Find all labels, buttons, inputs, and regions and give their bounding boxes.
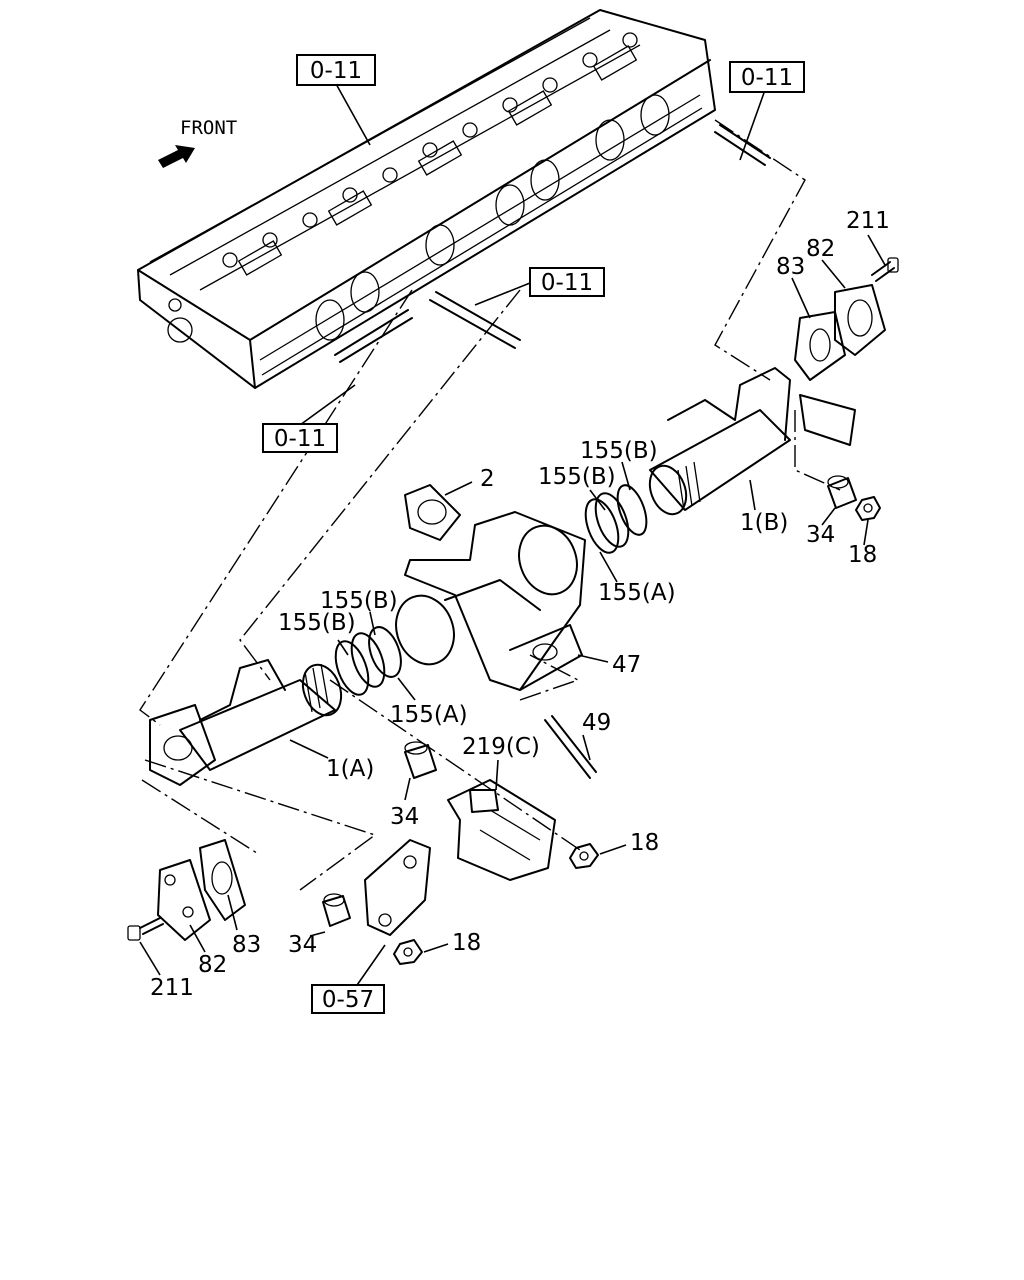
part-34-bottom-label: 34 — [288, 932, 317, 958]
gasket-83-bottom — [199, 839, 246, 921]
svg-text:0-11: 0-11 — [541, 270, 593, 296]
collar-34-bottom — [322, 893, 351, 927]
part-18-bottom-label: 18 — [452, 930, 481, 956]
svg-text:0-11: 0-11 — [741, 65, 793, 91]
part-49-label: 49 — [582, 710, 611, 736]
bolt-211-bottom — [127, 917, 164, 941]
front-arrow-icon — [158, 145, 195, 168]
part-1b-label: 1(B) — [740, 510, 788, 536]
bracket-0-57 — [364, 839, 431, 936]
part-34-top-label: 34 — [806, 522, 835, 548]
part-155a-mid-label: 155(A) — [390, 702, 468, 728]
part-1a-label: 1(A) — [326, 756, 374, 782]
bolt-211-top — [871, 257, 899, 282]
stud-49 — [544, 715, 597, 779]
part-155a-top-label: 155(A) — [598, 580, 676, 606]
pipe-1b — [648, 367, 856, 516]
part-82-top-label: 82 — [806, 236, 835, 262]
flange-82-top — [834, 284, 886, 356]
part-18-mid-label: 18 — [630, 830, 659, 856]
gasket-2 — [404, 484, 461, 541]
nut-18-bottom — [393, 939, 423, 965]
ref-box-1[interactable]: 0-11 — [296, 54, 376, 86]
svg-text:0-11: 0-11 — [274, 426, 326, 452]
part-labels: 211 82 83 155(B) 155(B) 2 1(B) 34 18 155… — [150, 208, 890, 1001]
ref-box-4[interactable]: 0-11 — [262, 423, 338, 453]
flange-82-bottom — [157, 859, 211, 941]
front-label: FRONT — [180, 117, 237, 139]
pipe-1a — [149, 659, 343, 786]
part-2-label: 2 — [480, 466, 495, 492]
ref-box-5[interactable]: 0-57 — [311, 984, 385, 1014]
gasket-83-top — [794, 311, 846, 381]
part-83-bottom-label: 83 — [232, 932, 261, 958]
connection-lines — [139, 119, 841, 891]
part-155b-top2-label: 155(B) — [538, 464, 616, 490]
leader-lines — [139, 81, 886, 989]
part-34-mid-label: 34 — [390, 804, 419, 830]
svg-text:0-11: 0-11 — [310, 58, 362, 84]
nut-18-mid — [569, 843, 599, 869]
part-219c-label: 219(C) — [462, 734, 540, 760]
nut-18-top — [855, 496, 881, 521]
part-155b-top1-label: 155(B) — [580, 438, 658, 464]
cylinder-head — [137, 9, 716, 389]
part-211-bottom-label: 211 — [150, 975, 194, 1001]
seal-rings-top — [584, 484, 648, 554]
collar-34-mid — [404, 741, 437, 779]
svg-text:0-57: 0-57 — [322, 987, 374, 1013]
bracket-219c — [447, 779, 556, 881]
part-155b-mid2-label: 155(B) — [278, 610, 356, 636]
part-47-label: 47 — [612, 652, 641, 678]
seal-rings-mid — [334, 626, 402, 696]
collar-34-top — [827, 475, 857, 509]
part-211-top-label: 211 — [846, 208, 890, 234]
ref-box-2[interactable]: 0-11 — [729, 61, 805, 93]
center-housing — [395, 511, 586, 691]
part-18-top-label: 18 — [848, 542, 877, 568]
ref-box-3[interactable]: 0-11 — [529, 267, 605, 297]
part-155b-mid1-label: 155(B) — [320, 588, 398, 614]
part-82-bottom-label: 82 — [198, 952, 227, 978]
stud-set — [334, 124, 771, 363]
part-83-top-label: 83 — [776, 254, 805, 280]
